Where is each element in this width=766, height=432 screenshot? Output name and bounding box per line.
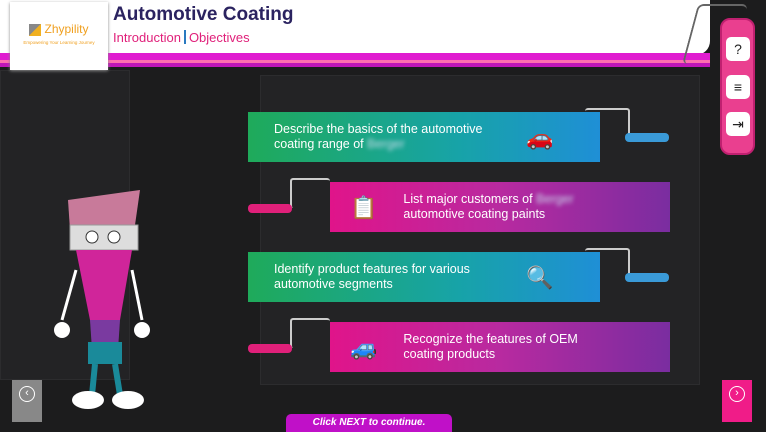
- spray-car-icon: 🚗: [526, 124, 554, 150]
- roller-handle: [585, 108, 630, 136]
- roller-grip: [248, 344, 292, 353]
- help-button[interactable]: ?: [726, 37, 750, 61]
- logo: Zhypility Empowering Your Learning Journ…: [10, 2, 108, 70]
- breadcrumb-objectives[interactable]: Objectives: [188, 30, 250, 45]
- header: [0, 0, 710, 55]
- logo-mark-icon: [29, 23, 42, 36]
- objective-1[interactable]: Describe the basics of the automotive co…: [248, 112, 600, 162]
- objective-3-text: Identify product features for various au…: [274, 262, 470, 291]
- redacted-text: Berger: [536, 192, 574, 206]
- menu-button[interactable]: ≡: [726, 75, 750, 99]
- help-icon: ?: [734, 41, 742, 57]
- objective-text: Describe the basics of the automotive co…: [274, 122, 514, 152]
- redacted-text: Berger: [367, 137, 405, 151]
- objective-4[interactable]: 🚙 Recognize the features of OEM coating …: [330, 322, 670, 372]
- search-car-icon: 🔍: [526, 264, 554, 290]
- continue-message: Click NEXT to continue.: [286, 414, 452, 432]
- objective-2-text: List major customers of: [403, 192, 533, 206]
- oem-car-icon: 🚙: [350, 334, 378, 360]
- roller-grip: [625, 273, 669, 282]
- exit-icon: ⇥: [732, 115, 744, 132]
- breadcrumb-introduction[interactable]: Introduction: [113, 30, 181, 45]
- objective-1-text: Describe the basics of the automotive co…: [274, 122, 483, 151]
- objective-2-text-2: automotive coating paints: [403, 207, 546, 221]
- side-toolbar: ? ≡ ⇥: [720, 18, 755, 155]
- logo-name: Zhypility: [44, 22, 89, 36]
- logo-tagline: Empowering Your Learning Journey: [23, 40, 95, 45]
- exit-button[interactable]: ⇥: [726, 112, 750, 136]
- chevron-left-icon: ‹: [19, 386, 35, 402]
- next-button[interactable]: ›: [722, 380, 752, 422]
- roller-handle: [290, 178, 330, 208]
- checklist-icon: 📋: [350, 194, 378, 220]
- menu-icon: ≡: [733, 79, 743, 95]
- roller-handle: [585, 248, 630, 276]
- roller-grip: [248, 204, 292, 213]
- page-title: Automotive Coating: [113, 4, 294, 25]
- roller-handle: [290, 318, 330, 348]
- chevron-right-icon: ›: [729, 386, 745, 402]
- breadcrumb: Introduction Objectives: [113, 30, 250, 45]
- roller-grip: [625, 133, 669, 142]
- back-button[interactable]: ‹: [12, 380, 42, 422]
- objective-4-text: Recognize the features of OEM coating pr…: [403, 332, 578, 361]
- header-stripe: [0, 53, 710, 67]
- objective-3[interactable]: Identify product features for various au…: [248, 252, 600, 302]
- paintbrush-character: [54, 190, 150, 409]
